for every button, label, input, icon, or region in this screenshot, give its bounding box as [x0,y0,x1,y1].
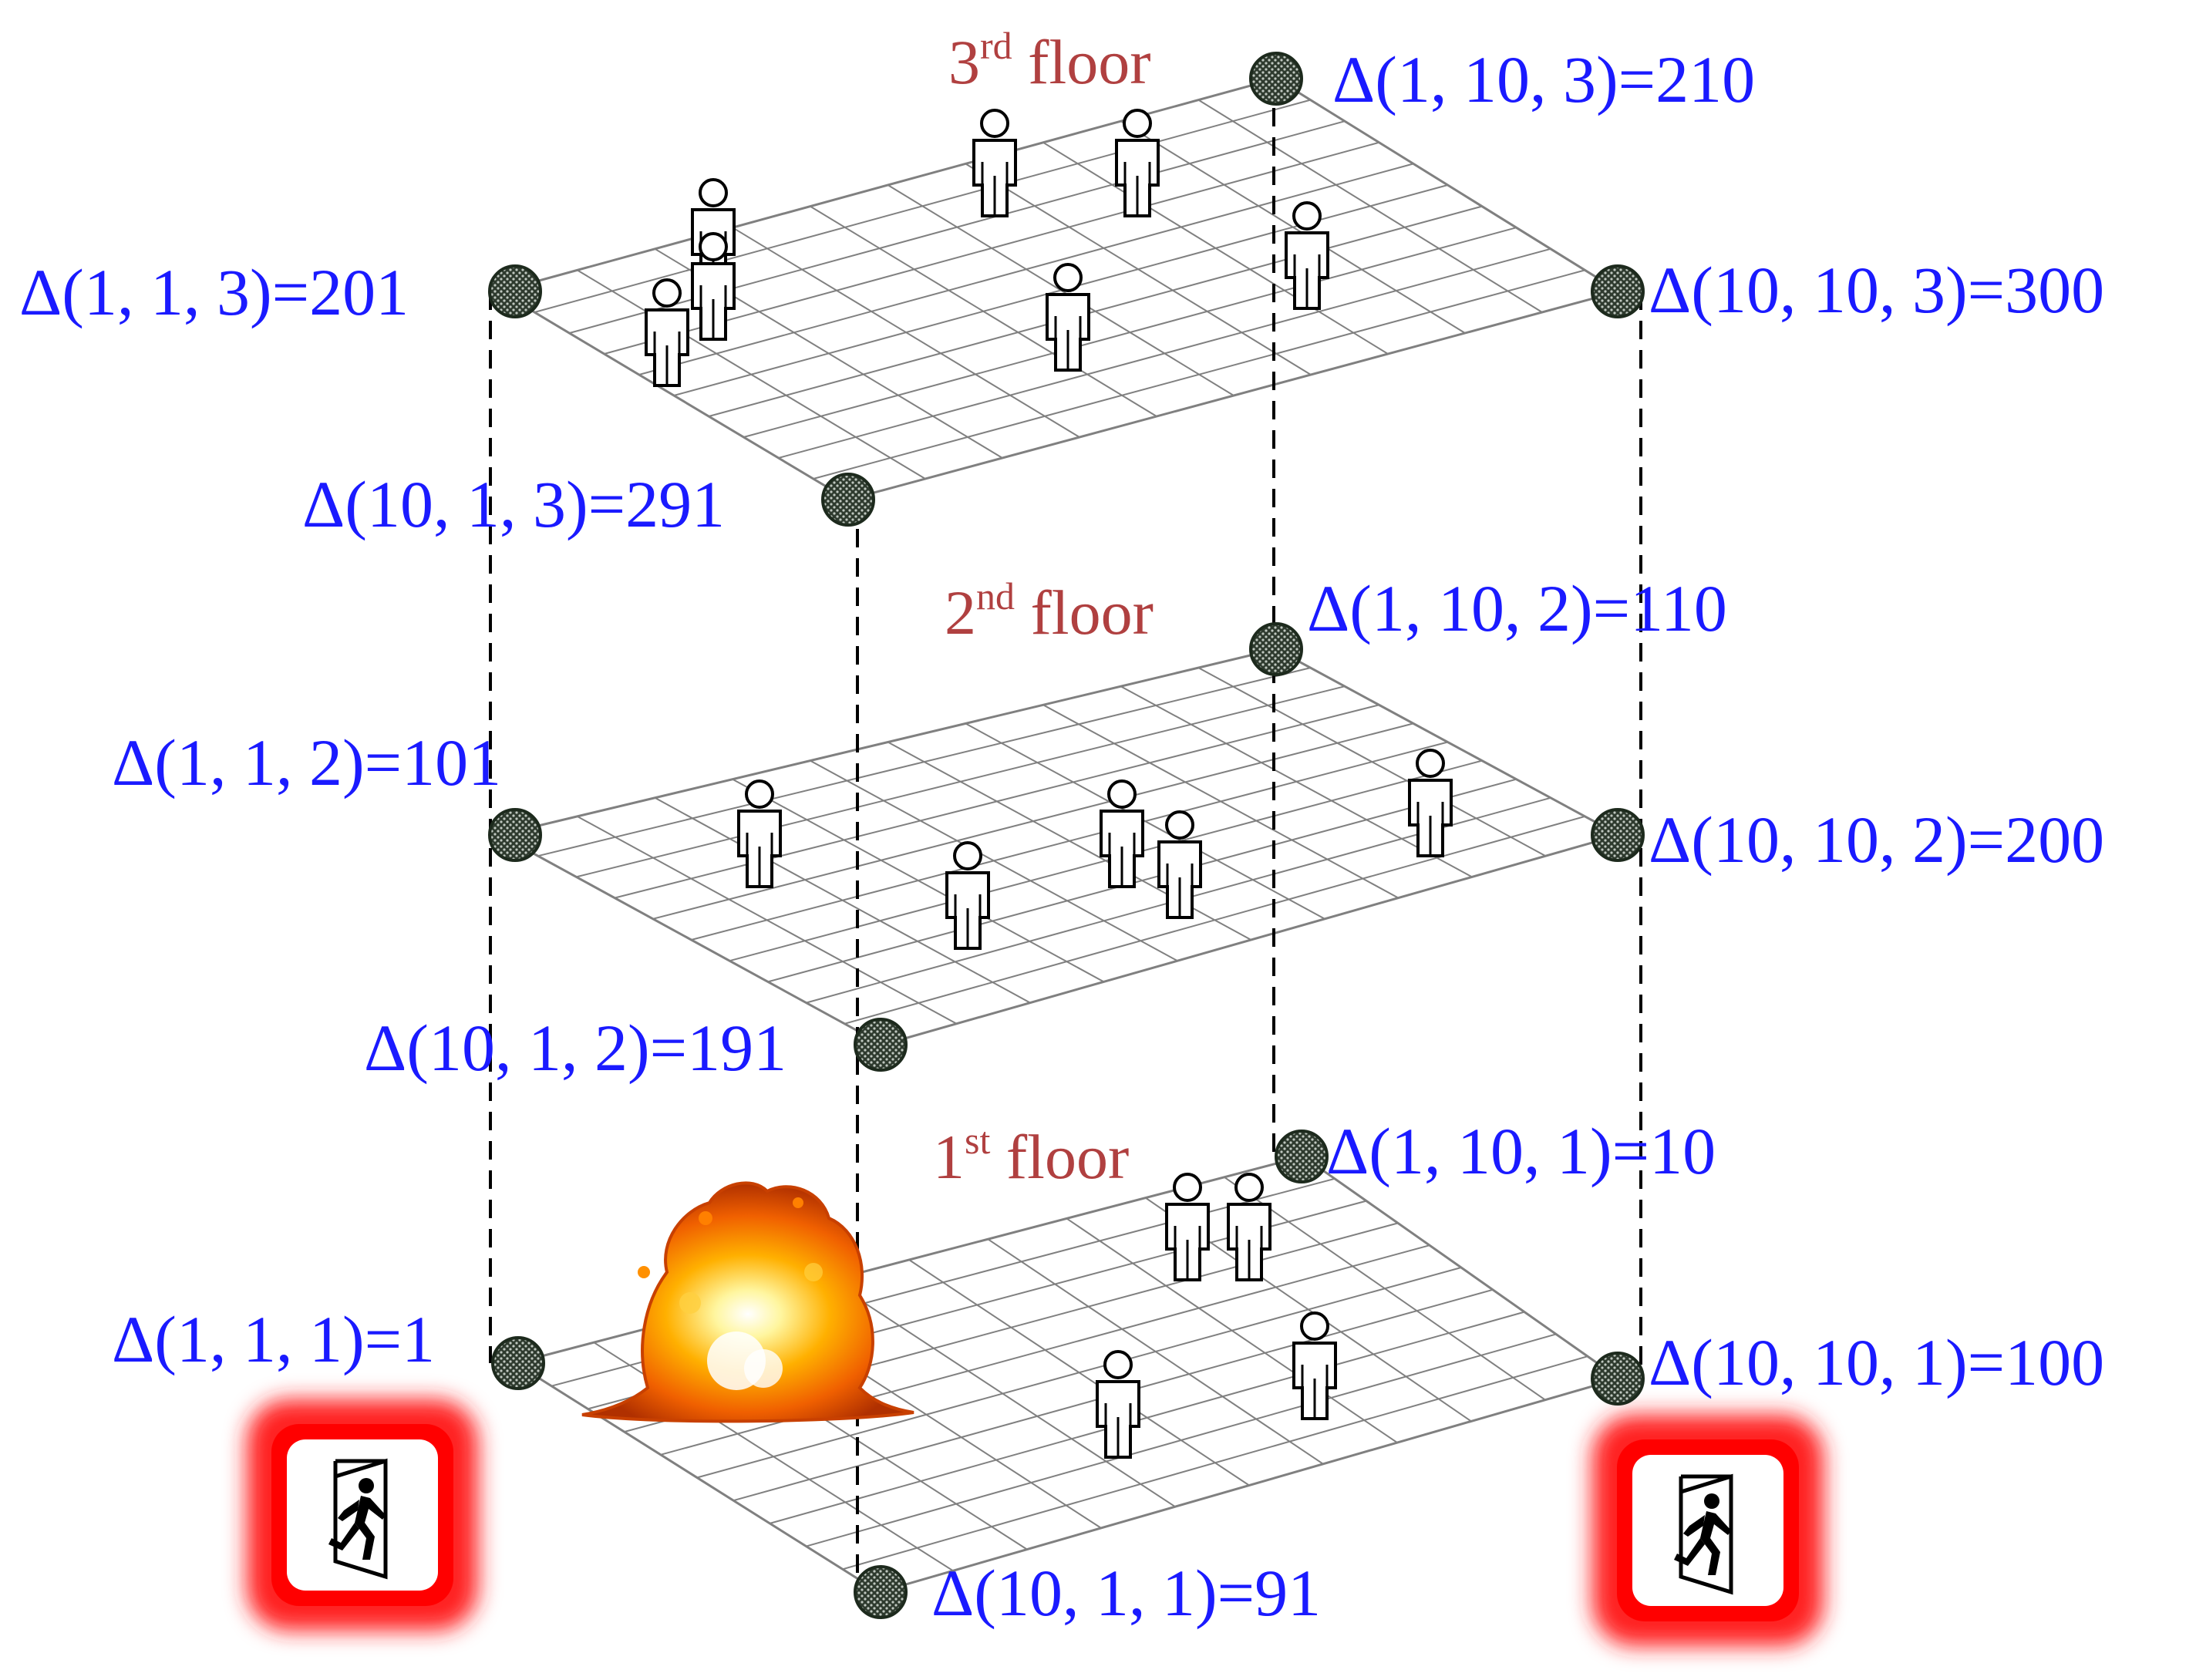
node-label-f1-back-left: Δ(1, 1, 1)=1 [112,1302,435,1376]
grid-node-marker [821,473,875,527]
floor-label-1: 1st floor [933,1119,1129,1192]
grid-node-marker [1249,622,1303,676]
node-label-f2-back-left: Δ(1, 1, 2)=101 [112,726,501,800]
node-label-f2-right: Δ(10, 10, 2)=200 [1649,803,2104,877]
grid-node-marker [854,1565,908,1619]
node-label-f2-back-top: Δ(1, 10, 2)=110 [1307,571,1727,645]
grid-node-marker [854,1018,908,1072]
node-label-f3-back-left: Δ(1, 1, 3)=201 [19,255,409,329]
grid-node-marker [488,264,542,318]
floor-label-3: 3rd floor [948,24,1151,97]
node-label-f1-front: Δ(10, 1, 1)=91 [931,1556,1321,1630]
node-label-f2-front: Δ(10, 1, 2)=191 [364,1011,786,1085]
grid-node-marker [1275,1130,1329,1183]
floor-grid-2 [496,648,1622,1046]
floor-grid-1 [512,1155,1622,1594]
grid-node-marker [1591,808,1645,862]
grid-node-marker [491,1336,545,1390]
emergency-exit-icon [1592,1415,1824,1646]
grid-node-marker [1591,264,1645,318]
grid-node-marker [1591,1352,1645,1406]
floor-label-2: 2nd floor [945,574,1154,648]
node-label-f3-right: Δ(10, 10, 3)=300 [1649,253,2104,327]
grid-node-marker [488,808,542,862]
emergency-exit-icon [247,1399,478,1631]
fire-icon [581,1181,914,1423]
node-label-f3-back-top: Δ(1, 10, 3)=210 [1332,42,1755,116]
grid-node-marker [1249,52,1303,106]
node-label-f1-back-top: Δ(1, 10, 1)=10 [1326,1114,1716,1188]
node-label-f3-front: Δ(10, 1, 3)=291 [302,467,725,541]
node-label-f1-right: Δ(10, 10, 1)=100 [1649,1325,2104,1399]
